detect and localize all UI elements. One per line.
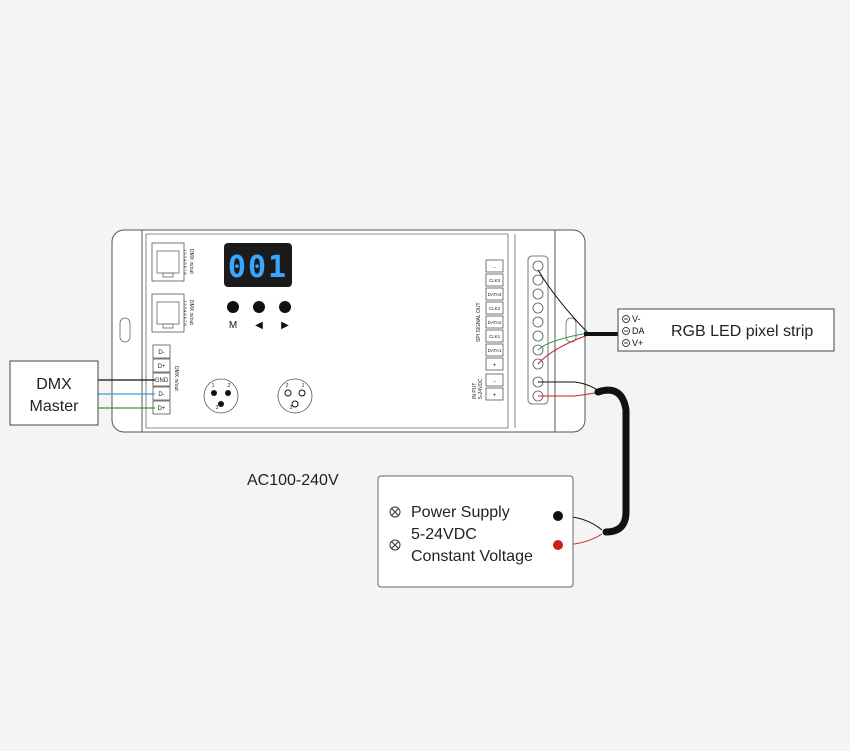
xlr-connector-left: 1 2 3 — [203, 378, 239, 414]
xlr-left-pin-3: 3 — [216, 405, 219, 411]
spi-terminal-data3: DATA3 — [488, 292, 502, 297]
dmx-terminal-d-minus-1: D- — [158, 350, 164, 356]
xlr-connector-right: 2 1 3 — [277, 378, 313, 414]
rj45-label-bottom: DMX in/out — [188, 300, 194, 325]
power-supply-line1: Power Supply — [411, 504, 510, 521]
dmx-master: DMX Master — [9, 360, 99, 426]
wire-spi-minus — [537, 269, 589, 334]
dmx-master-line2: Master — [30, 398, 80, 415]
dmx-spi-controller: DMX in/out 1 2 3 4 5 6 7 8 DMX in/out 1 … — [111, 229, 586, 433]
power-supply-positive-terminal — [553, 540, 563, 550]
rj45-pins-bottom: 1 2 3 4 5 6 7 8 — [183, 300, 188, 326]
ac-voltage-label: AC100-240V — [247, 472, 339, 489]
led-display — [224, 243, 292, 287]
dmx-master-line1: DMX — [36, 376, 72, 393]
xlr-right-pin-2: 2 — [286, 383, 289, 389]
spi-terminal-clk3: CLK3 — [489, 278, 501, 283]
led-strip-title: RGB LED pixel strip — [671, 323, 813, 340]
dmx-terminal-block: D- D+ GND D- D+ DMX in/out — [152, 344, 179, 415]
mode-button[interactable] — [227, 301, 239, 313]
spi-terminal-data2: DATA2 — [488, 320, 502, 325]
led-pin-label-da: DA — [632, 326, 645, 336]
input-caption-2: 5-24VDC — [478, 378, 484, 399]
mount-slot-left — [119, 317, 131, 343]
spi-terminal-clk2: CLK2 — [489, 306, 501, 311]
right-button[interactable] — [279, 301, 291, 313]
dmx-master-box — [9, 360, 99, 426]
power-supply-screw-icon-bottom — [389, 539, 401, 551]
rj45-port-top — [151, 242, 185, 282]
rj45-label-top: DMX in/out — [188, 249, 194, 274]
dmx-terminal-d-plus-1: D+ — [158, 364, 166, 370]
spi-terminal-data1: DATA1 — [488, 348, 502, 353]
dmx-terminal-caption: DMX in/out — [173, 366, 179, 391]
xlr-right-pin-3: 3 — [290, 405, 293, 411]
led-strip-pin-da — [622, 327, 630, 335]
power-supply-box — [377, 475, 574, 588]
spi-terminal-plus: + — [493, 363, 497, 369]
xlr-left-pin-2: 2 — [228, 383, 231, 389]
power-supply-line2: 5-24VDC — [411, 526, 477, 543]
led-pin-label-v-plus: V+ — [632, 338, 643, 348]
wire-spi-data — [537, 332, 589, 351]
power-cable-bundle — [594, 386, 630, 536]
led-pin-label-v-minus: V- — [632, 314, 641, 324]
left-button[interactable] — [253, 301, 265, 313]
display-value: 001 — [228, 250, 288, 285]
xlr-right-pin-1: 1 — [302, 383, 305, 389]
spi-terminal-minus: - — [494, 265, 496, 271]
power-supply-screw-icon-top — [389, 506, 401, 518]
left-button-label: ◀ — [255, 320, 263, 331]
controller-mounting-ear-right — [554, 229, 586, 433]
dmx-terminal-gnd: GND — [155, 378, 169, 384]
mode-button-label: M — [229, 320, 237, 331]
spi-terminal-labels: - CLK3 DATA3 CLK2 DATA2 CLK1 DATA1 + - +… — [472, 259, 504, 401]
power-supply-line3: Constant Voltage — [411, 548, 533, 565]
input-caption-1: IN PUT — [472, 383, 478, 399]
input-terminal-plus: + — [493, 393, 497, 399]
rj45-port-bottom — [151, 293, 185, 333]
power-supply: Power Supply 5-24VDC Constant Voltage — [377, 475, 574, 588]
rj45-pins-top: 1 2 3 4 5 6 7 8 — [183, 249, 188, 275]
power-supply-negative-terminal — [553, 511, 563, 521]
wiring — [98, 269, 630, 546]
dmx-terminal-d-minus-2: D- — [158, 392, 164, 398]
wire-spi-plus — [537, 334, 589, 365]
spi-terminal-clk1: CLK1 — [489, 334, 501, 339]
led-strip-pin-v-plus — [622, 339, 630, 347]
spi-caption: SPI SIGNAL OUT — [476, 302, 482, 342]
dmx-terminal-d-plus-2: D+ — [158, 406, 166, 412]
rgb-led-pixel-strip: V- DA V+ RGB LED pixel strip — [617, 308, 835, 352]
screw-terminal-column — [527, 255, 549, 405]
xlr-left-pin-1: 1 — [212, 383, 215, 389]
right-button-label: ▶ — [281, 320, 289, 331]
led-strip-pin-v-minus — [622, 315, 630, 323]
controller-mounting-ears — [111, 229, 143, 433]
led-strip-box — [617, 308, 835, 352]
input-terminal-minus: - — [494, 379, 496, 385]
